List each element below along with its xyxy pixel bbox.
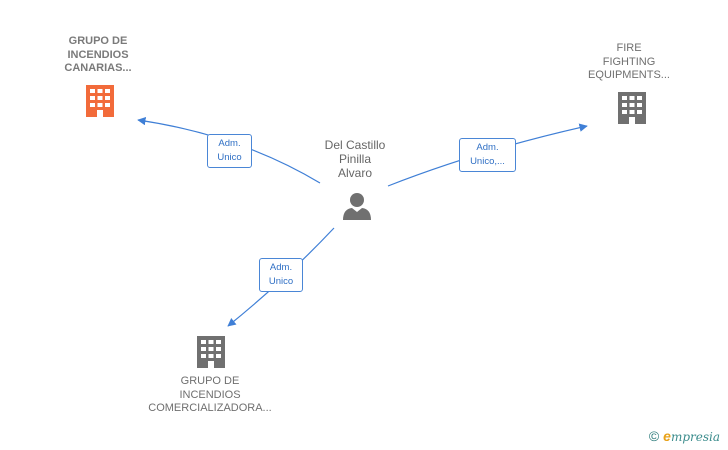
label-line: EQUIPMENTS... (588, 69, 670, 81)
edge-label-canarias[interactable]: Adm. Unico (207, 134, 252, 168)
brand-e-letter: e (663, 428, 671, 444)
person-label[interactable]: Del Castillo Pinilla Alvaro (309, 138, 401, 180)
edge-label-line: Unico (217, 152, 242, 163)
edge-label-line: Adm. (218, 138, 241, 149)
label-line: GRUPO DE (180, 375, 240, 387)
edge-label-line: Adm. (269, 262, 293, 273)
label-line: Alvaro (337, 166, 372, 180)
company-label-canarias[interactable]: GRUPO DE INCENDIOS CANARIAS... (40, 35, 156, 76)
label-line: FIRE (616, 42, 642, 54)
label-line: INCENDIOS (67, 48, 129, 61)
brand-watermark: © empresia (649, 428, 720, 444)
company-label-fire[interactable]: FIRE FIGHTING EQUIPMENTS... (570, 42, 688, 83)
brand-name: mpresia (670, 430, 720, 444)
label-line: COMERCIALIZADORA... (148, 402, 272, 414)
brand-logo: empresia (663, 428, 720, 444)
edge-label-line: Adm. (476, 142, 499, 153)
label-line: FIGHTING (602, 55, 656, 68)
company-label-comercializadora[interactable]: GRUPO DE INCENDIOS COMERCIALIZADORA... (137, 375, 283, 416)
building-icon[interactable] (618, 92, 646, 124)
person-icon[interactable] (343, 193, 371, 220)
label-line: CANARIAS... (64, 62, 132, 74)
label-line: INCENDIOS (179, 388, 241, 401)
edge-label-comercializadora[interactable]: Adm. Unico (259, 258, 303, 292)
edge-label-line: Unico (268, 276, 294, 287)
building-icon[interactable] (197, 336, 225, 368)
edge-label-line: Unico,... (470, 156, 505, 167)
building-icon[interactable] (86, 85, 114, 117)
edge-label-fire[interactable]: Adm. Unico,... (459, 138, 516, 172)
label-line: GRUPO DE (68, 35, 128, 47)
label-line: Del Castillo (324, 138, 386, 152)
copyright-symbol: © (648, 428, 660, 444)
label-line: Pinilla (338, 152, 371, 166)
